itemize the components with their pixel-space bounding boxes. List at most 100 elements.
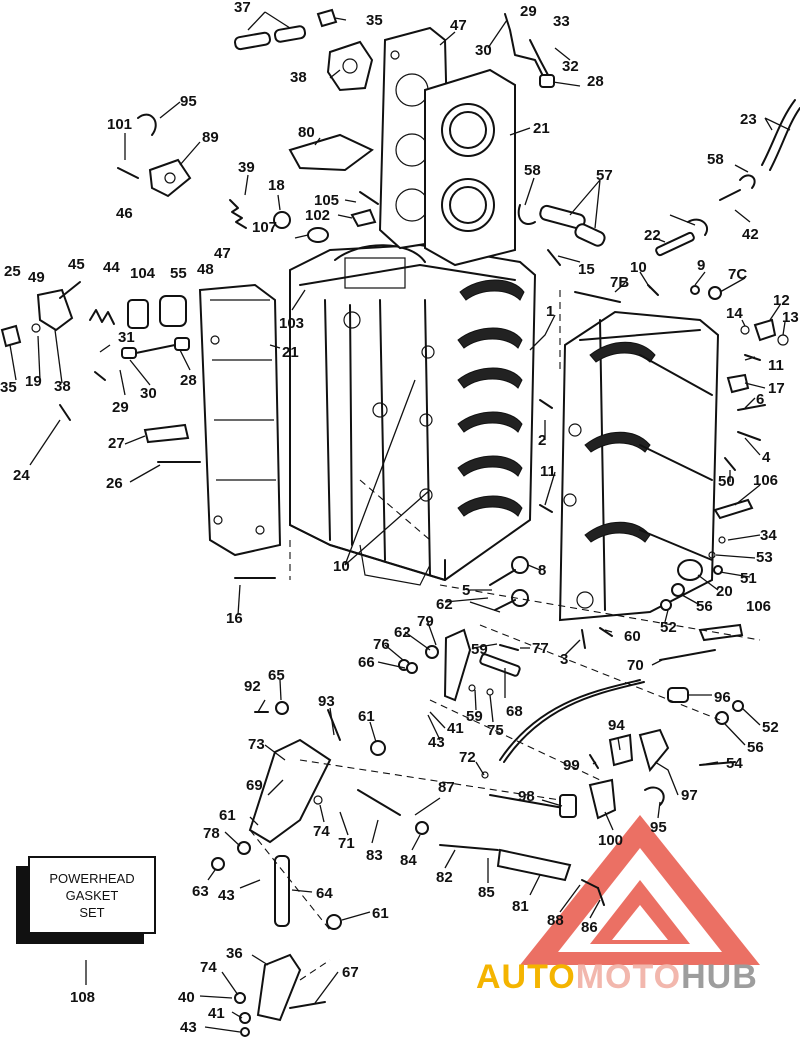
exhaust-cover: [198, 283, 282, 557]
callout-label: 92: [244, 678, 261, 695]
callout-label: 55: [170, 265, 187, 282]
callout-label: 37: [234, 0, 251, 16]
callout-label: 79: [417, 613, 434, 630]
callout-label: 65: [268, 667, 285, 684]
callout-label: 96: [714, 689, 731, 706]
watermark-hub: HUB: [681, 958, 758, 996]
callout-label: 43: [218, 887, 235, 904]
callout-label: 62: [394, 624, 411, 641]
callout-label: 88: [547, 912, 564, 929]
watermark-auto: AUTO: [476, 958, 576, 996]
callout-label: 95: [180, 93, 197, 110]
callout-label: 29: [520, 3, 537, 20]
callout-label: 107: [252, 219, 277, 236]
callout-label: 50: [718, 473, 735, 490]
callout-label: 93: [318, 693, 335, 710]
callout-label: 66: [358, 654, 375, 671]
callout-label: 68: [506, 703, 523, 720]
callout-label: 63: [192, 883, 209, 900]
watermark-triangle-logo: [520, 815, 760, 965]
callout-label: 3: [560, 651, 568, 668]
callout-label: 52: [660, 619, 677, 636]
callout-label: 77: [532, 640, 549, 657]
callout-label: 74: [200, 959, 217, 976]
callout-label: 5: [462, 582, 470, 599]
callout-label: 58: [524, 162, 541, 179]
callout-label: 39: [238, 159, 255, 176]
callout-label: 74: [313, 823, 330, 840]
callout-label: 56: [696, 598, 713, 615]
callout-label: 32: [562, 58, 579, 75]
callout-label: 108: [70, 989, 95, 1006]
callout-label: 95: [650, 819, 667, 836]
callout-label: 18: [268, 177, 285, 194]
callout-label: 80: [298, 124, 315, 141]
callout-label: 61: [372, 905, 389, 922]
callout-leader-lines: [9, 11, 791, 1033]
callout-label: 98: [518, 788, 535, 805]
gasket-set-label-line-2: GASKET: [65, 887, 119, 903]
callout-label: 16: [226, 610, 243, 627]
callout-label: 11: [768, 357, 784, 374]
callout-label: 61: [358, 708, 375, 725]
callout-label: 86: [581, 919, 598, 936]
callout-label: 67: [342, 964, 359, 981]
callout-label: 17: [768, 380, 785, 397]
callout-label: 30: [475, 42, 492, 59]
callout-label: 34: [760, 527, 777, 544]
callout-label: 59: [471, 641, 488, 658]
callout-label: 43: [428, 734, 445, 751]
callout-label: 73: [248, 736, 265, 753]
callout-label: 29: [112, 399, 129, 416]
callout-label: 35: [366, 12, 383, 29]
callout-label: 59: [466, 708, 483, 725]
callout-label: 20: [716, 583, 733, 600]
callout-label: 13: [782, 309, 799, 326]
callout-label: 9: [697, 257, 705, 274]
automotohub-watermark: AUTOMOTOHUB: [476, 958, 758, 997]
callout-label: 54: [726, 755, 743, 772]
callout-label: 75: [487, 722, 504, 739]
callout-label: 69: [246, 777, 263, 794]
crankcase-cover: [558, 310, 720, 622]
callout-label: 47: [450, 17, 467, 34]
callout-label: 101: [107, 116, 132, 133]
callout-label: 21: [282, 344, 299, 361]
callout-label: 57: [596, 167, 613, 184]
callout-label: 7B: [610, 274, 629, 291]
callout-label: 2: [538, 432, 546, 449]
callout-label: 36: [226, 945, 243, 962]
callout-label: 28: [587, 73, 604, 90]
callout-label: 47: [214, 245, 231, 262]
callout-label: 78: [203, 825, 220, 842]
callout-label: 15: [578, 261, 595, 278]
callout-label: 48: [197, 261, 214, 278]
callout-label: 83: [366, 847, 383, 864]
callout-label: 6: [756, 391, 764, 408]
callout-label: 35: [0, 379, 17, 396]
callout-label: 84: [400, 852, 417, 869]
callout-label: 25: [4, 263, 21, 280]
misc-small-parts: [0, 8, 800, 1037]
callout-label: 22: [644, 227, 661, 244]
callout-label: 89: [202, 129, 219, 146]
cylinder-head-gasket: [424, 68, 516, 267]
callout-label: 53: [756, 549, 773, 566]
callout-label: 52: [762, 719, 779, 736]
gasket-set-label-line-3: SET: [79, 904, 105, 920]
callout-label: 97: [681, 787, 698, 804]
crankshaft-bearing-bores: [457, 279, 525, 517]
callout-label: 11: [540, 463, 556, 480]
callout-label: 71: [338, 835, 355, 852]
callout-label: 61: [219, 807, 236, 824]
callout-label: 21: [533, 120, 550, 137]
callout-label: 70: [627, 657, 644, 674]
callout-label: 102: [305, 207, 330, 224]
callout-label: 26: [106, 475, 123, 492]
callout-label: 23: [740, 111, 757, 128]
callout-label: 82: [436, 869, 453, 886]
callout-label: 10: [630, 259, 647, 276]
callout-label: 1: [546, 303, 554, 320]
callout-label: 31: [118, 329, 135, 346]
